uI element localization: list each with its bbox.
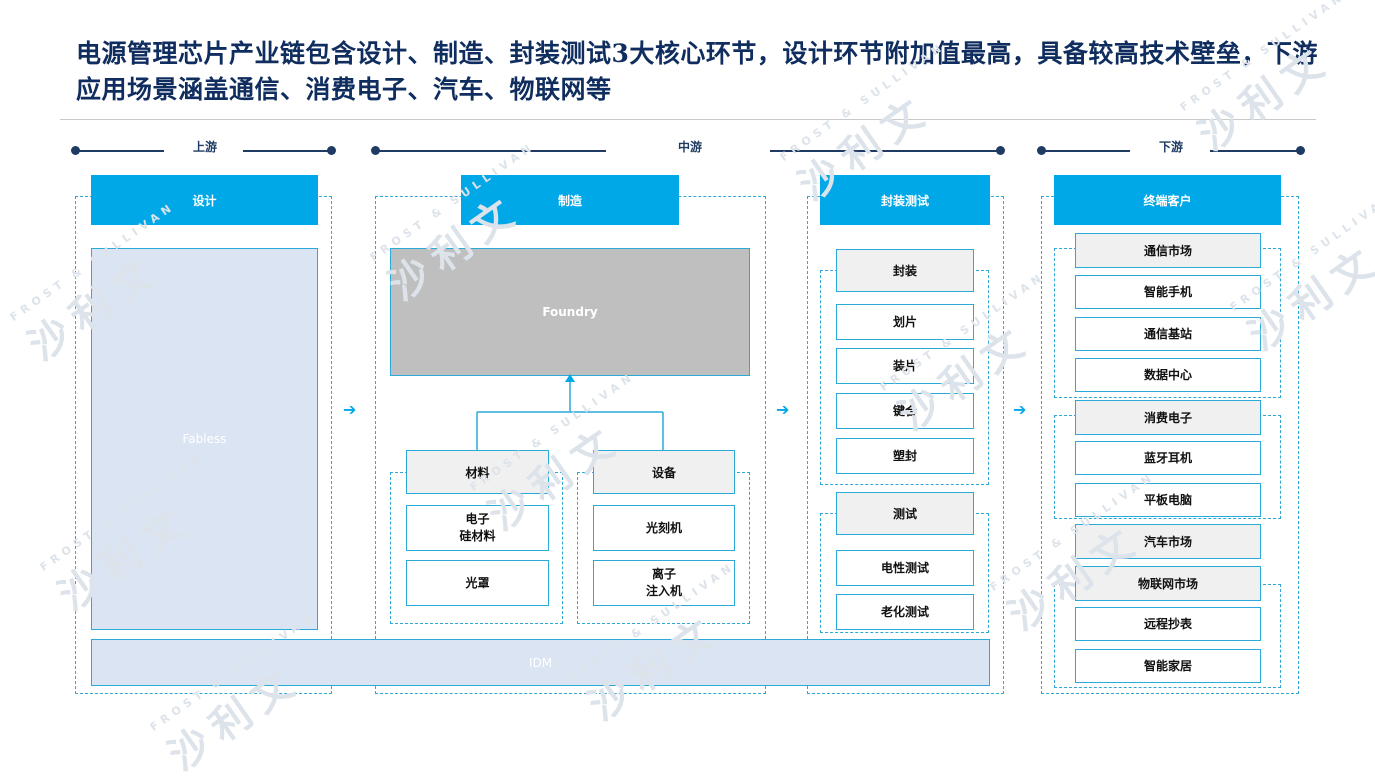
end-customers-header: 终端客户 — [1054, 175, 1281, 225]
fabless-box: Fabless — [91, 248, 318, 630]
stage-downstream-label: 下游 — [1158, 140, 1183, 154]
stage-midstream-label: 中游 — [677, 140, 702, 154]
communication-item-data-center: 数据中心 — [1075, 358, 1261, 392]
midstream-line-left — [376, 150, 606, 152]
materials-item-silicon: 电子 硅材料 — [406, 505, 549, 551]
automotive-label: 汽车市场 — [1075, 524, 1261, 559]
stage-end-dot-icon — [327, 146, 336, 155]
packaging-item-dicing: 划片 — [836, 304, 974, 340]
iot-label: 物联网市场 — [1075, 566, 1261, 601]
manufacture-header: 制造 — [461, 175, 679, 225]
materials-item-mask: 光罩 — [406, 560, 549, 606]
stage-end-dot-icon — [1296, 146, 1305, 155]
equipment-item-ion-implanter: 离子 注入机 — [593, 560, 735, 606]
testing-label: 测试 — [836, 492, 974, 535]
title-divider — [60, 119, 1316, 120]
design-header: 设计 — [91, 175, 318, 225]
packaging-item-die-attach: 装片 — [836, 348, 974, 384]
communication-label: 通信市场 — [1075, 233, 1261, 268]
packaging-item-molding: 塑封 — [836, 438, 974, 474]
up-arrow-icon — [565, 374, 575, 382]
foundry-box: Foundry — [390, 248, 750, 376]
materials-label: 材料 — [406, 450, 549, 494]
stage-start-dot-icon — [71, 146, 80, 155]
connector-lines — [476, 374, 664, 452]
iot-item-remote-metering: 远程抄表 — [1075, 607, 1261, 641]
equipment-item-lithography: 光刻机 — [593, 505, 735, 551]
communication-item-base-station: 通信基站 — [1075, 317, 1261, 351]
right-arrow-icon: ➔ — [776, 400, 790, 419]
stage-start-dot-icon — [371, 146, 380, 155]
upstream-line-right — [243, 150, 331, 152]
packaging-testing-header: 封装测试 — [820, 175, 990, 225]
downstream-line-right — [1210, 150, 1298, 152]
stage-start-dot-icon — [1037, 146, 1046, 155]
packaging-label: 封装 — [836, 249, 974, 292]
consumer-item-tablet: 平板电脑 — [1075, 483, 1261, 517]
upstream-line-left — [76, 150, 164, 152]
testing-item-burn-in: 老化测试 — [836, 594, 974, 630]
stage-upstream-label: 上游 — [192, 140, 217, 154]
idm-bar: IDM — [91, 639, 990, 686]
equipment-label: 设备 — [593, 450, 735, 494]
right-arrow-icon: ➔ — [343, 400, 357, 419]
midstream-line-right — [770, 150, 1000, 152]
consumer-item-earphones: 蓝牙耳机 — [1075, 441, 1261, 475]
consumer-label: 消费电子 — [1075, 400, 1261, 435]
right-arrow-icon: ➔ — [1013, 400, 1027, 419]
communication-item-smartphone: 智能手机 — [1075, 275, 1261, 309]
page-title: 电源管理芯片产业链包含设计、制造、封装测试3大核心环节，设计环节附加值最高，具备… — [76, 39, 1318, 104]
packaging-item-bonding: 键合 — [836, 393, 974, 429]
stage-end-dot-icon — [996, 146, 1005, 155]
downstream-line-left — [1042, 150, 1130, 152]
testing-item-electrical: 电性测试 — [836, 550, 974, 586]
iot-item-smart-home: 智能家居 — [1075, 649, 1261, 683]
